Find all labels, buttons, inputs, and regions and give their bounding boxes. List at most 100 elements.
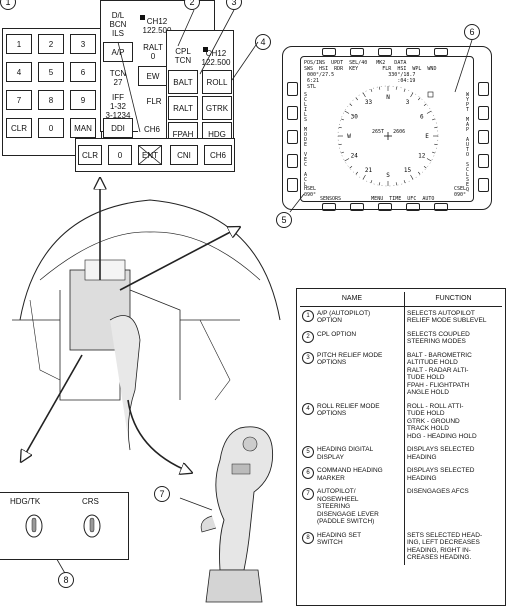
- mfd-legend-char: C: [304, 162, 308, 168]
- keypad-key[interactable]: 6: [70, 62, 96, 82]
- mfd-top-text: POS/INS UPDT SEL/40 MK2 DATA SWS HSI RDR…: [304, 60, 437, 90]
- mfd-pushbutton[interactable]: [478, 178, 489, 192]
- center-readout: 265T 2606: [372, 129, 406, 135]
- legend-function: DISPLAYS SELECTED HEADING: [404, 443, 502, 464]
- control-stick-illustration: [200, 426, 274, 603]
- compass-tick: [355, 97, 359, 101]
- compass-tick: [417, 97, 421, 101]
- ch6-button[interactable]: CH6: [138, 120, 166, 138]
- mfd-legend-char: E: [304, 142, 308, 148]
- mfd-pushbutton[interactable]: [478, 106, 489, 120]
- mfd-pushbutton[interactable]: [378, 203, 392, 211]
- ch6-button-bottom[interactable]: CH6: [204, 145, 232, 165]
- hsel-readout: HSEL 090°: [304, 186, 317, 198]
- legend-number: 7: [302, 488, 314, 500]
- mfd-pushbutton[interactable]: [378, 48, 392, 56]
- keypad-key[interactable]: 4: [6, 62, 32, 82]
- mfd-legend-char: I: [304, 107, 308, 113]
- mfd-pushbutton[interactable]: [350, 203, 364, 211]
- mfd-pushbutton[interactable]: [478, 154, 489, 168]
- compass-label: S: [386, 172, 390, 179]
- compass-label: 33: [365, 99, 373, 106]
- keypad-key[interactable]: 1: [6, 34, 32, 54]
- compass-tick: [432, 151, 436, 154]
- mfd-pushbutton[interactable]: [350, 48, 364, 56]
- callout-8: 8: [58, 572, 74, 588]
- compass-label: 6: [420, 114, 424, 121]
- gtrk-button[interactable]: GTRK: [202, 96, 232, 120]
- mfd-pushbutton[interactable]: [287, 178, 298, 192]
- mfd-legend-char: A: [466, 137, 470, 143]
- keypad-key[interactable]: 5: [38, 62, 64, 82]
- compass-tick: [344, 110, 350, 114]
- tcn-option[interactable]: TCN 27: [103, 66, 133, 90]
- command-heading-marker: [427, 91, 434, 98]
- legend-name: HEADING DIGITAL DISPLAY: [317, 446, 374, 461]
- legend-number: 4: [302, 402, 314, 415]
- mfd-pushbutton[interactable]: [322, 48, 336, 56]
- mfd-pushbutton[interactable]: [287, 106, 298, 120]
- csel-readout: CSEL 090°: [454, 186, 467, 198]
- mfd-pushbutton[interactable]: [406, 48, 420, 56]
- compass-tick: [370, 88, 373, 92]
- compass-tick: [434, 127, 438, 129]
- keypad-key[interactable]: 7: [6, 90, 32, 110]
- compass-tick: [340, 118, 344, 121]
- mfd-pushbutton[interactable]: [287, 154, 298, 168]
- compass-tick: [432, 118, 436, 121]
- clr-button-bottom[interactable]: CLR: [78, 145, 102, 165]
- compass-tick: [426, 110, 432, 114]
- legend-number: 8: [302, 531, 314, 544]
- heading-set-switch[interactable]: [22, 510, 46, 540]
- keypad-key[interactable]: 9: [70, 90, 96, 110]
- mfd-legend-char: P: [466, 127, 470, 133]
- compass-tick: [426, 158, 432, 162]
- iff-option[interactable]: IFF 1-32 3-1234: [103, 92, 133, 120]
- keypad-key[interactable]: 0: [38, 118, 64, 138]
- mfd-pushbutton[interactable]: [287, 82, 298, 96]
- mfd-pushbutton[interactable]: [478, 130, 489, 144]
- mfd-pushbutton[interactable]: [287, 130, 298, 144]
- keypad-key[interactable]: CLR: [6, 118, 32, 138]
- ddi-button[interactable]: DDI: [103, 118, 133, 138]
- compass-tick: [338, 143, 342, 145]
- keypad-key[interactable]: 8: [38, 90, 64, 110]
- callout-4: 4: [255, 34, 271, 50]
- compass-tick: [403, 88, 406, 92]
- heading-switch-panel: [0, 492, 129, 560]
- mfd-legend-char: E: [466, 182, 470, 188]
- keypad-key[interactable]: 3: [70, 34, 96, 54]
- cpl-option[interactable]: CPL TCN: [168, 44, 198, 68]
- mfd-pushbutton[interactable]: [322, 203, 336, 211]
- mfd-legend-char: Y: [466, 97, 470, 103]
- mfd-legend-char: S: [466, 162, 470, 168]
- keypad-key[interactable]: 2: [38, 34, 64, 54]
- mfd-pushbutton[interactable]: [434, 203, 448, 211]
- mfd-legend-char: Q: [466, 187, 470, 193]
- cockpit-illustration: [12, 199, 281, 451]
- mfd-pushbutton[interactable]: [406, 203, 420, 211]
- course-set-switch[interactable]: [80, 510, 104, 540]
- flr-option[interactable]: FLR: [142, 92, 166, 110]
- ralt-option[interactable]: RALT 0: [138, 40, 168, 64]
- mfd-pushbutton[interactable]: [434, 48, 448, 56]
- keypad-key[interactable]: MAN: [70, 118, 96, 138]
- cni-button[interactable]: CNI: [170, 145, 198, 165]
- zero-button-bottom[interactable]: 0: [108, 145, 132, 165]
- roll-button[interactable]: ROLL: [202, 70, 232, 94]
- dl-option[interactable]: D/L BCN ILS: [103, 10, 133, 38]
- balt-button[interactable]: BALT: [168, 70, 198, 94]
- compass-tick: [340, 151, 344, 154]
- mfd-legend-char: C: [304, 177, 308, 183]
- compass-tick: [434, 143, 438, 145]
- legend-function: SELECTS COUPLED STEERING MODES: [404, 327, 502, 349]
- mfd-pushbutton[interactable]: [478, 82, 489, 96]
- ralt-button[interactable]: RALT: [168, 96, 198, 120]
